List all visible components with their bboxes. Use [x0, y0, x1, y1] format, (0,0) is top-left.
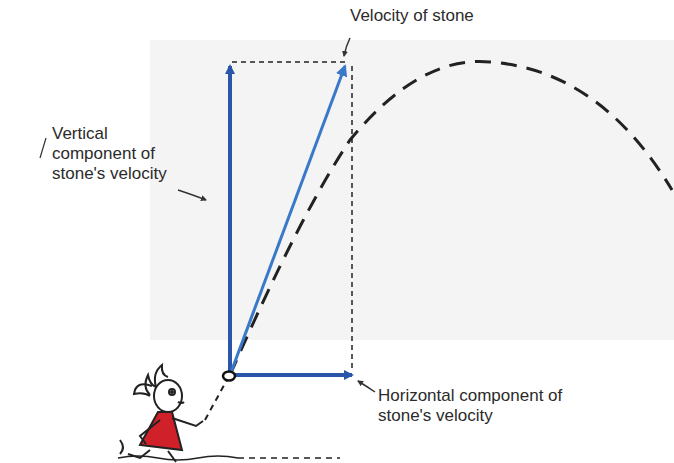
- annotation-label: Horizontal component of stone's velocity: [378, 386, 578, 426]
- construction-line: [351, 66, 353, 370]
- pen-mark: [40, 138, 46, 158]
- girl-figure: [120, 365, 203, 462]
- horizontal-vector: [230, 373, 352, 377]
- throw-path: [205, 378, 228, 420]
- leader-line: [344, 38, 350, 56]
- ground-line: [238, 457, 340, 459]
- construction-line: [232, 61, 348, 63]
- leader-line: [178, 190, 206, 200]
- velocity-vector: [230, 66, 345, 375]
- annotation-label: Vertical component of stone's velocity: [52, 124, 192, 184]
- vertical-vector: [228, 66, 232, 375]
- stone: [223, 372, 235, 381]
- leader-line: [358, 381, 375, 392]
- trajectory: [230, 61, 672, 375]
- ground-line: [118, 456, 238, 460]
- annotation-label: Velocity of stone: [350, 6, 520, 26]
